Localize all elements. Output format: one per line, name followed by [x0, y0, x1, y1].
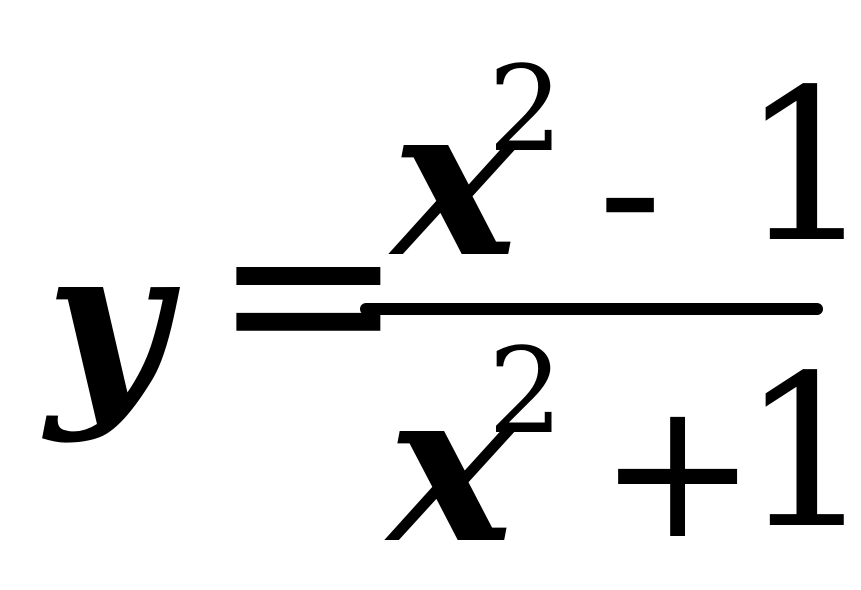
fraction-bar — [360, 303, 823, 315]
lhs-variable: y — [46, 199, 169, 446]
numerator-variable: x — [392, 57, 518, 304]
denominator-operator: + — [598, 360, 758, 581]
denominator-exponent: 2 — [488, 322, 564, 460]
denominator-variable: x — [388, 343, 514, 590]
equals-sign: = — [212, 159, 405, 426]
denominator-constant: 1 — [740, 330, 861, 575]
numerator-operator: - — [598, 80, 663, 301]
numerator-exponent: 2 — [488, 40, 564, 178]
numerator-constant: 1 — [740, 44, 861, 289]
